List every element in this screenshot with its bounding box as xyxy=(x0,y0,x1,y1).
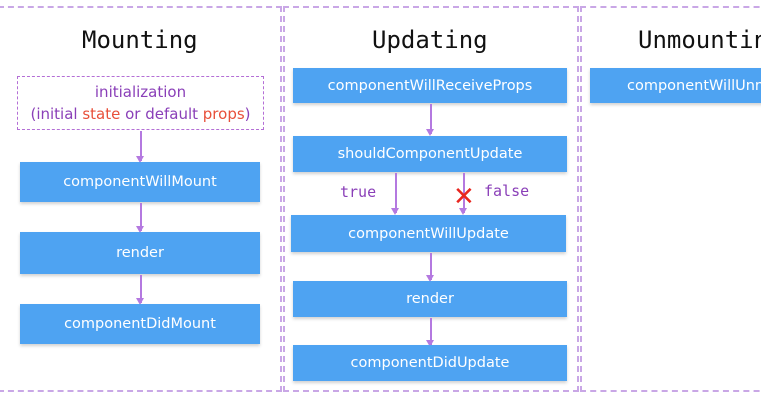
cross-icon: ✕ xyxy=(453,182,475,212)
arrow-true-branch xyxy=(392,173,398,215)
arrow-render-to-didmount xyxy=(137,275,143,305)
arrow-init-to-willmount xyxy=(137,131,143,163)
mounting-lane xyxy=(0,6,282,392)
initialization-box: initialization (initial state or default… xyxy=(17,76,264,130)
component-will-unmount-label: componentWillUnmount xyxy=(627,77,761,94)
arrow-receiveprops-to-shouldupdate xyxy=(427,104,433,136)
unmounting-lane xyxy=(580,6,761,392)
component-will-unmount-box: componentWillUnmount xyxy=(590,68,761,103)
true-label: true xyxy=(340,183,377,201)
initialization-detail: (initial state or default props) xyxy=(30,105,251,123)
updating-title: Updating xyxy=(372,26,488,54)
false-label: false xyxy=(484,182,530,200)
arrow-willmount-to-render xyxy=(137,203,143,233)
mount-render-box: render xyxy=(20,232,260,274)
component-did-mount-box: componentDidMount xyxy=(20,304,260,344)
arrow-false-branch xyxy=(460,173,466,215)
initialization-label: initialization xyxy=(94,83,187,101)
should-component-update-box: shouldComponentUpdate xyxy=(293,136,567,172)
props-label: props xyxy=(202,105,245,123)
component-will-update-box: componentWillUpdate xyxy=(291,215,566,252)
mounting-title: Mounting xyxy=(82,26,198,54)
update-render-box: render xyxy=(293,281,567,317)
state-label: state xyxy=(82,105,121,123)
arrow-willupdate-to-render xyxy=(427,253,433,282)
component-will-receive-props-box: componentWillReceiveProps xyxy=(293,68,567,103)
component-did-update-box: componentDidUpdate xyxy=(293,345,567,381)
unmounting-title: Unmounting xyxy=(638,26,761,54)
component-will-mount-box: componentWillMount xyxy=(20,162,260,202)
updating-lane xyxy=(283,6,579,392)
arrow-render-to-didupdate xyxy=(427,318,433,347)
